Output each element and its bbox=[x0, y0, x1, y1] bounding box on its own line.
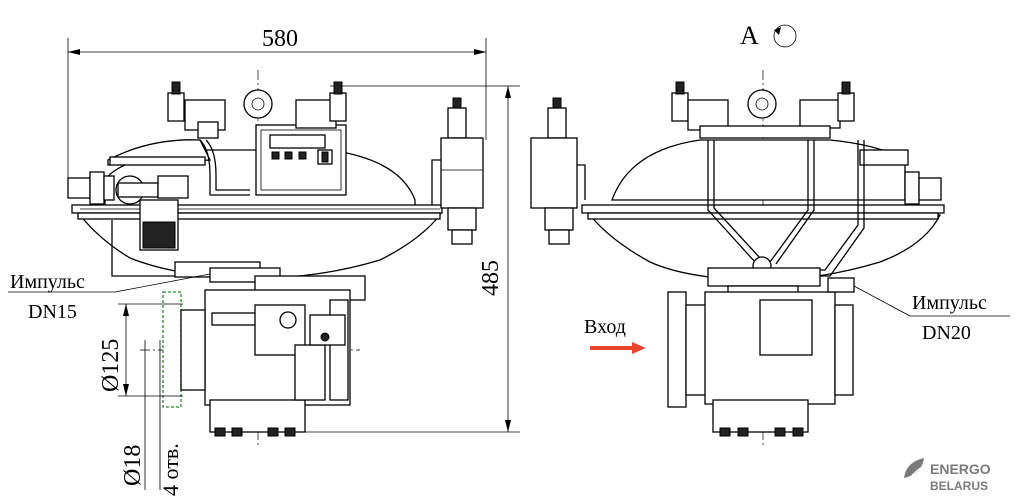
dimension-flange: Ø125 bbox=[98, 303, 183, 397]
top-solenoids-left bbox=[167, 81, 347, 139]
hole-count-label: 4 отв. bbox=[158, 443, 183, 496]
flange-diameter-label: Ø125 bbox=[98, 339, 124, 392]
impulse-left-dn: DN15 bbox=[28, 301, 77, 323]
inlet-label: Вход bbox=[584, 316, 626, 338]
left-view: 580 485 bbox=[8, 26, 520, 496]
view-label: А bbox=[740, 21, 759, 50]
logo-line1: ENERGO bbox=[930, 461, 991, 477]
dimension-holes: Ø18 4 отв. bbox=[120, 340, 183, 496]
side-pilot-left-view bbox=[431, 97, 484, 245]
dimension-height: 485 bbox=[300, 85, 520, 433]
height-dimension-label: 485 bbox=[478, 260, 504, 296]
side-pilot-right-view bbox=[530, 97, 586, 245]
right-view: А bbox=[530, 21, 1010, 445]
impulse-left-label: Импульс bbox=[10, 271, 85, 293]
rotation-icon bbox=[773, 24, 797, 48]
impulse-left: Импульс DN15 bbox=[8, 271, 211, 323]
inlet-indicator: Вход bbox=[584, 316, 646, 354]
width-dimension-label: 580 bbox=[262, 26, 298, 52]
impulse-right: Импульс DN20 bbox=[827, 277, 1010, 344]
impulse-right-label: Импульс bbox=[912, 292, 987, 314]
hole-diameter-label: Ø18 bbox=[120, 445, 146, 486]
dimension-width: 580 bbox=[67, 26, 487, 178]
energo-belarus-logo: ENERGO BELARUS bbox=[904, 458, 991, 493]
impulse-right-dn: DN20 bbox=[922, 322, 971, 344]
leaf-icon bbox=[904, 458, 924, 478]
logo-line2: BELARUS bbox=[930, 479, 988, 493]
